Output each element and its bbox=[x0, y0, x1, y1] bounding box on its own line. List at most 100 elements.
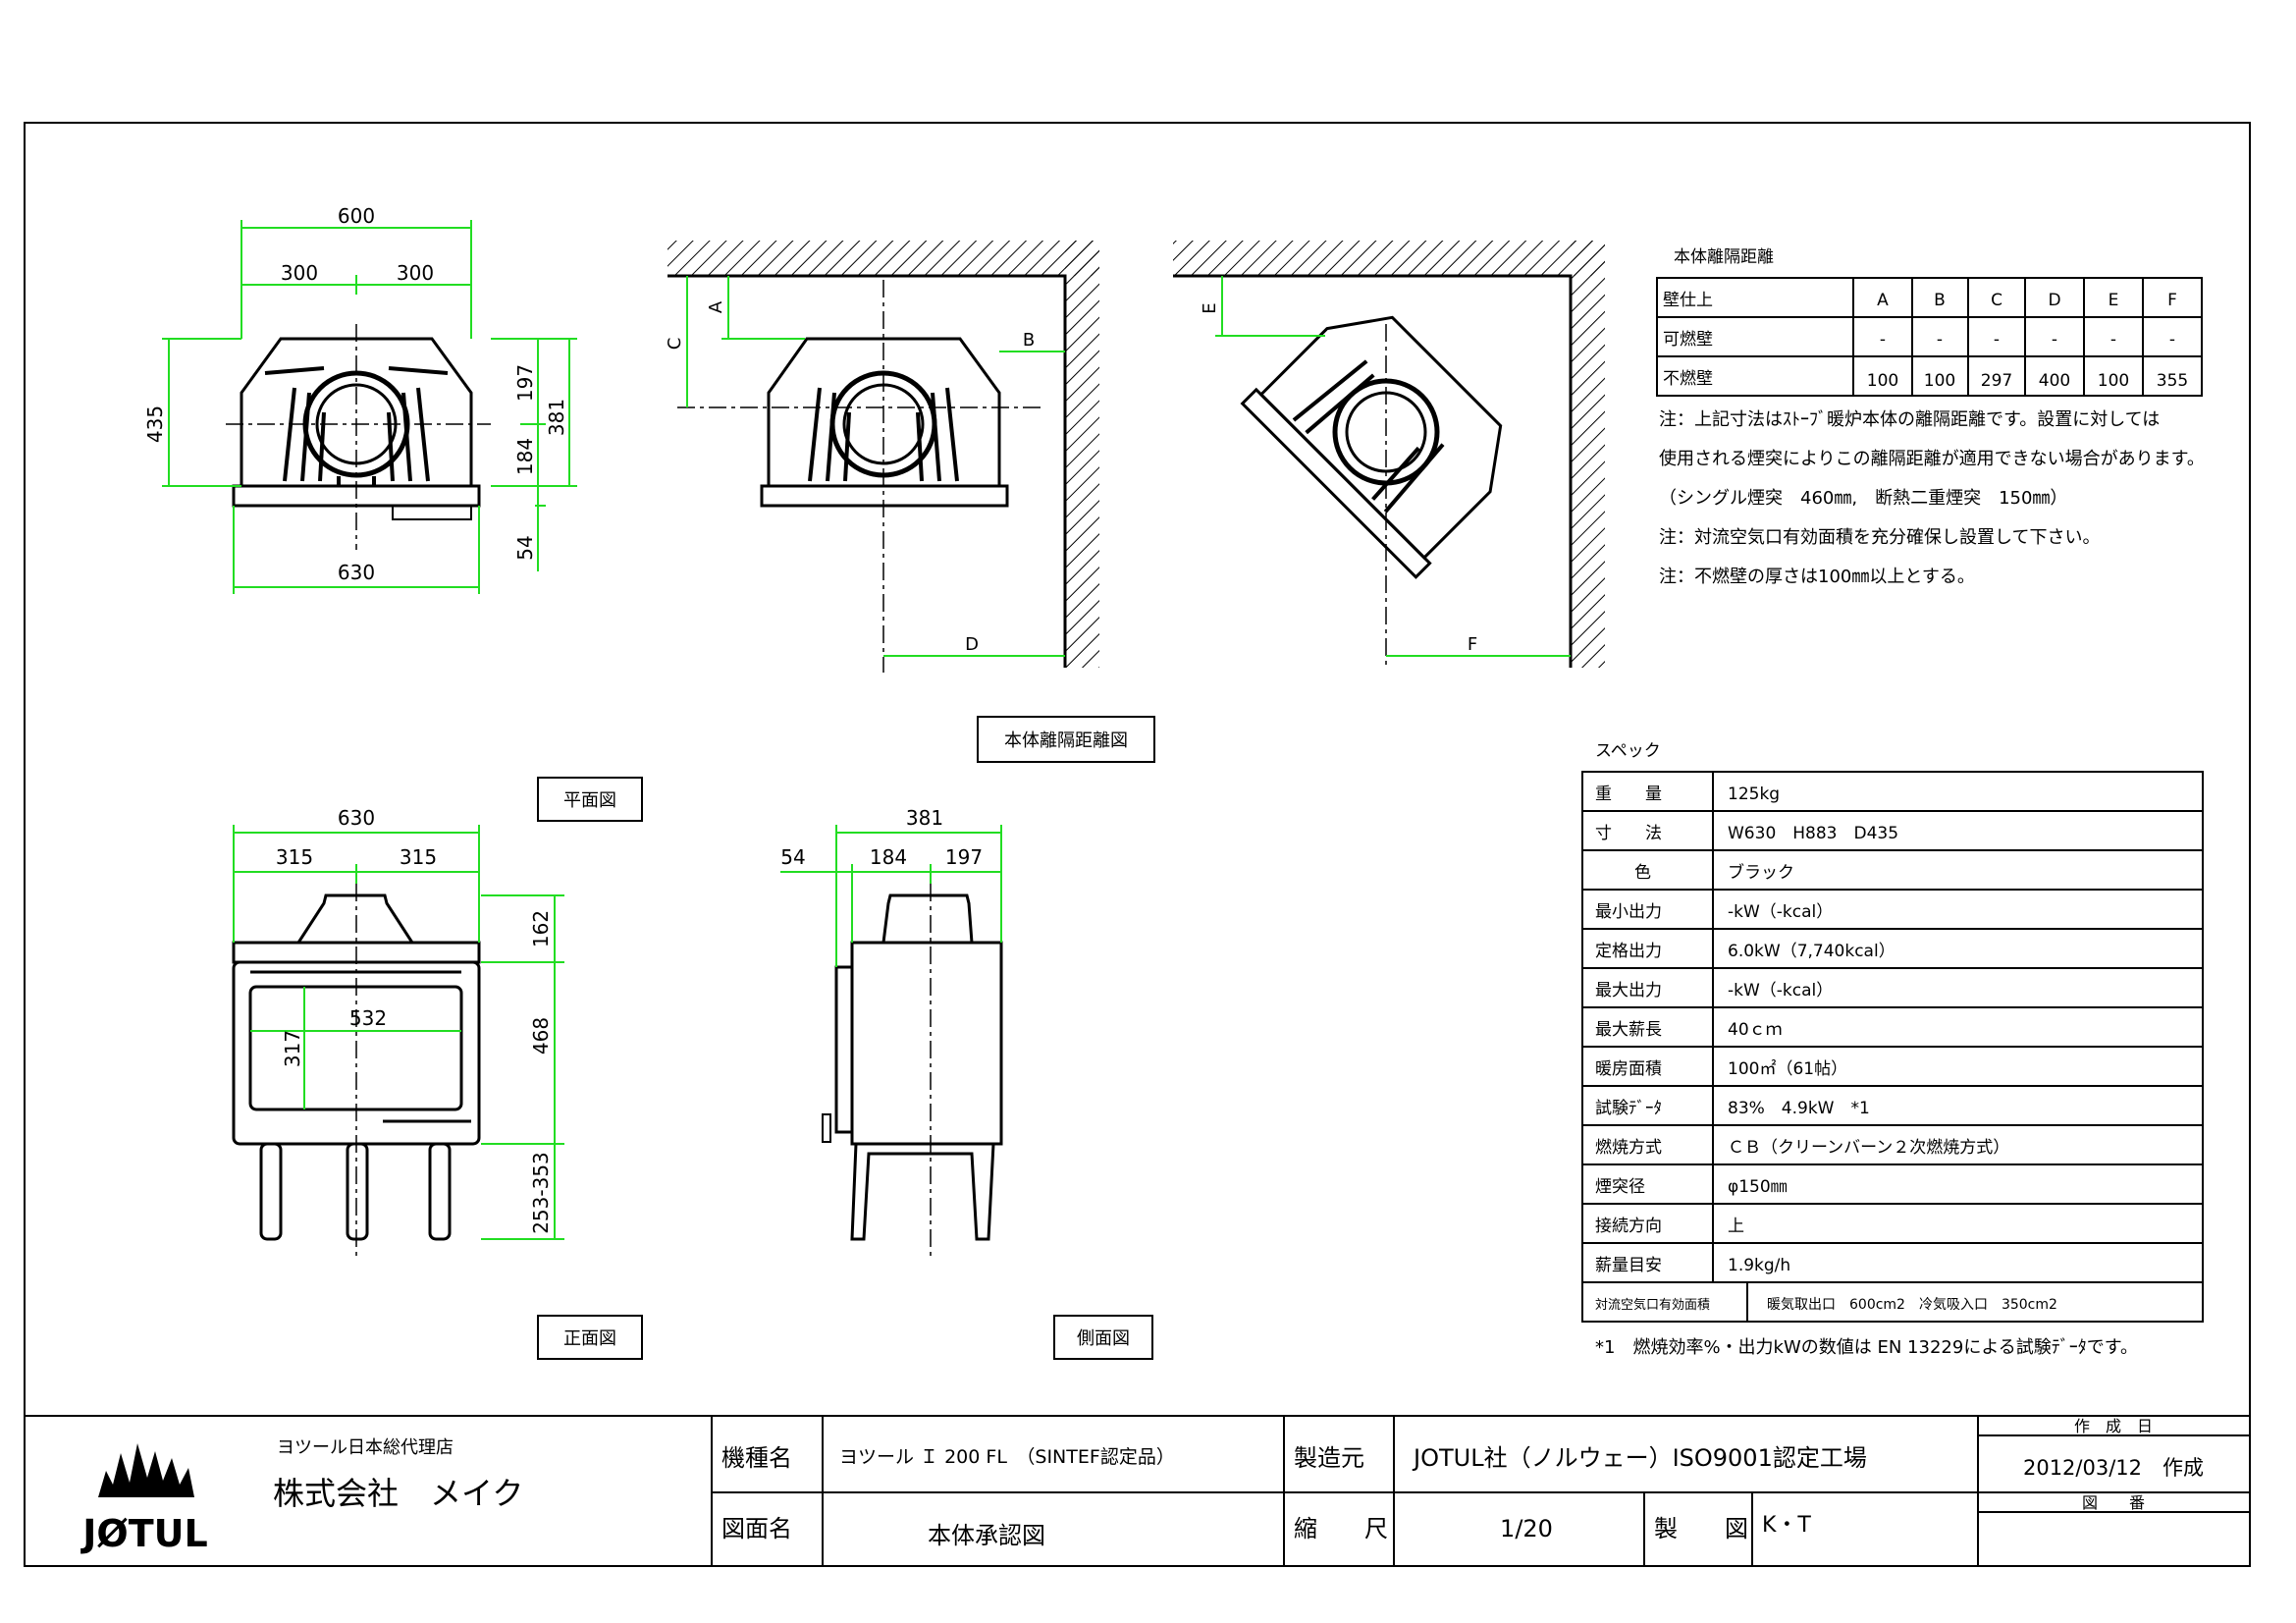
clearance-header-b: B bbox=[1934, 291, 1946, 310]
spec-value: -kW（-kcal） bbox=[1728, 902, 1833, 922]
clearance-cell: - bbox=[1937, 330, 1943, 350]
drawing-label: 図面名 bbox=[721, 1515, 792, 1542]
spec-label: 接続方向 bbox=[1595, 1217, 1662, 1236]
front-dim-253-353: 253-353 bbox=[529, 1152, 553, 1234]
clearance-note: （シングル煙突 460㎜, 断熱二重煙突 150㎜） bbox=[1659, 488, 2067, 509]
spec-value: 40ｃｍ bbox=[1728, 1020, 1783, 1040]
front-view bbox=[232, 884, 481, 1257]
created-value: 2012/03/12 作成 bbox=[2023, 1456, 2204, 1480]
clearance-note: 注：上記寸法はｽﾄｰﾌﾞ暖炉本体の離隔距離です。設置に対しては bbox=[1659, 409, 2160, 430]
plan-dim-197: 197 bbox=[513, 364, 537, 402]
clearance-header-e: E bbox=[2109, 291, 2119, 310]
plan-dim-300-left: 300 bbox=[281, 261, 318, 285]
clearance-cell: 100 bbox=[2098, 371, 2129, 391]
clearance-cell: - bbox=[2169, 330, 2175, 350]
plan-dim-600: 600 bbox=[338, 204, 375, 228]
jotul-logo-text: JØTUL bbox=[80, 1512, 207, 1555]
front-dim-630: 630 bbox=[338, 806, 375, 830]
clearance-cell: 400 bbox=[2039, 371, 2070, 391]
clearance-cell: 297 bbox=[1981, 371, 2012, 391]
clearance-label-c: C bbox=[665, 338, 685, 351]
clearance-label-b: B bbox=[1023, 330, 1035, 351]
spec-label: 燃焼方式 bbox=[1595, 1138, 1662, 1158]
spec-label: 最小出力 bbox=[1595, 902, 1662, 922]
clearance-cell: 355 bbox=[2157, 371, 2188, 391]
number-label: 図 番 bbox=[2082, 1493, 2145, 1512]
side-dimension-lines bbox=[780, 825, 1002, 967]
spec-table-grid bbox=[1581, 771, 2204, 1323]
model-value: ヨツール Ｉ 200 FL （SINTEF認定品） bbox=[839, 1446, 1175, 1468]
plan-dim-54: 54 bbox=[513, 535, 537, 560]
spec-label: 試験ﾃﾞｰﾀ bbox=[1595, 1099, 1662, 1118]
spec-label: 寸 法 bbox=[1595, 824, 1662, 843]
plan-view-title: 平面図 bbox=[563, 790, 616, 811]
sheet-border bbox=[24, 122, 2251, 1567]
spec-value: -kW（-kcal） bbox=[1728, 981, 1833, 1001]
spec-value: 83% 4.9kW *1 bbox=[1728, 1099, 1870, 1118]
clearance-note: 使用される煙突によりこの離隔距離が適用できない場合があります。 bbox=[1659, 449, 2205, 469]
front-dim-315-left: 315 bbox=[276, 845, 313, 869]
spec-label: 色 bbox=[1634, 863, 1651, 883]
spec-value: 上 bbox=[1728, 1217, 1744, 1236]
spec-value: φ150㎜ bbox=[1728, 1177, 1788, 1197]
plan-dim-381: 381 bbox=[545, 399, 568, 436]
spec-value: 100㎡（61帖） bbox=[1728, 1059, 1847, 1079]
clearance-corner-dims bbox=[686, 276, 1065, 657]
spec-value: ブラック bbox=[1728, 862, 1794, 883]
clearance-label-d: D bbox=[965, 634, 979, 655]
side-dim-381: 381 bbox=[906, 806, 943, 830]
clearance-header-f: F bbox=[2167, 291, 2177, 310]
spec-label: 薪量目安 bbox=[1595, 1256, 1662, 1275]
spec-label: 重 量 bbox=[1595, 784, 1662, 804]
clearance-cell: - bbox=[2110, 330, 2116, 350]
clearance-label-e: E bbox=[1200, 302, 1220, 313]
agent-caption: ヨツール日本総代理店 bbox=[277, 1437, 454, 1458]
spec-footnote: *1 燃焼効率%・出力kWの数値は EN 13229による試験ﾃﾞｰﾀです。 bbox=[1595, 1337, 2138, 1358]
spec-label: 最大薪長 bbox=[1595, 1020, 1662, 1040]
scale-value: 1/20 bbox=[1500, 1515, 1553, 1542]
clearance-view-diagonal bbox=[1173, 241, 1605, 668]
company-name: 株式会社 メイク bbox=[273, 1475, 523, 1512]
spec-label: 暖房面積 bbox=[1595, 1059, 1662, 1079]
front-dim-317: 317 bbox=[281, 1030, 304, 1067]
clearance-header-c: C bbox=[1991, 291, 2002, 310]
front-dim-315-right: 315 bbox=[400, 845, 437, 869]
spec-value: 暖気取出口 600cm2 冷気吸入口 350cm2 bbox=[1767, 1297, 2057, 1313]
model-label: 機種名 bbox=[721, 1444, 792, 1472]
clearance-note: 注：対流空気口有効面積を充分確保し設置して下さい。 bbox=[1659, 527, 2100, 548]
spec-value: 125kg bbox=[1728, 784, 1780, 804]
front-dim-468: 468 bbox=[529, 1017, 553, 1055]
drawing-value: 本体承認図 bbox=[928, 1522, 1045, 1549]
side-view bbox=[822, 884, 1003, 1257]
drafter-value: K・T bbox=[1762, 1513, 1811, 1538]
spec-value: ＣＢ（クリーンバーン２次燃焼方式） bbox=[1728, 1138, 2009, 1158]
front-dim-162: 162 bbox=[529, 910, 553, 947]
clearance-note: 注：不燃壁の厚さは100㎜以上とする。 bbox=[1659, 567, 1975, 587]
clearance-header-a: A bbox=[1877, 291, 1889, 310]
spec-label: 定格出力 bbox=[1595, 942, 1662, 961]
front-dimension-lines bbox=[233, 825, 564, 1240]
jotul-logo-mark bbox=[98, 1443, 194, 1497]
maker-label: 製造元 bbox=[1294, 1444, 1364, 1472]
title-block-grid bbox=[25, 1415, 2250, 1566]
clearance-header-d: D bbox=[2048, 291, 2060, 310]
clearance-view-corner bbox=[667, 241, 1099, 673]
maker-value: JOTUL社（ノルウェー）ISO9001認定工場 bbox=[1412, 1444, 1867, 1472]
side-dim-54: 54 bbox=[780, 845, 805, 869]
clearance-row-noncombustible-label: 不燃壁 bbox=[1663, 369, 1713, 389]
side-dim-184: 184 bbox=[870, 845, 907, 869]
clearance-view-title: 本体離隔距離図 bbox=[1004, 730, 1128, 751]
spec-value: W630 H883 D435 bbox=[1728, 824, 1898, 843]
spec-label: 煙突径 bbox=[1595, 1177, 1645, 1197]
clearance-cell: - bbox=[2052, 330, 2057, 350]
spec-value: 1.9kg/h bbox=[1728, 1256, 1790, 1275]
front-view-title: 正面図 bbox=[563, 1328, 616, 1349]
spec-label: 対流空気口有効面積 bbox=[1595, 1297, 1710, 1313]
clearance-cell: - bbox=[1994, 330, 2000, 350]
front-dim-532: 532 bbox=[349, 1006, 387, 1030]
clearance-label-f: F bbox=[1468, 634, 1477, 655]
spec-title: スペック bbox=[1595, 741, 1661, 761]
plan-dim-184: 184 bbox=[513, 438, 537, 475]
clearance-diagonal-dims bbox=[1215, 276, 1571, 657]
